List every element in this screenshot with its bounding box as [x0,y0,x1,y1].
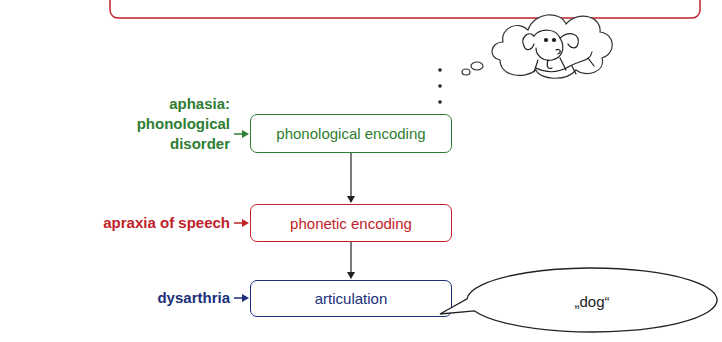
top-frame [110,0,700,18]
flow-arrow [347,153,355,203]
process-box: phonetic encoding [250,204,452,242]
disorder-label: apraxia of speech [30,213,230,233]
node-text: phonetic encoding [290,215,412,232]
dog-drawing [523,30,594,74]
speech-bubble: „dog“ [466,267,718,333]
disorder-label: dysarthria [30,288,230,308]
leader-arrows [234,130,249,302]
bubble-shape [440,268,717,332]
flow-arrow [347,242,355,279]
node-text: articulation [315,290,388,307]
disorder-label: aphasia: phonological disorder [90,94,230,154]
process-box: phonological encoding [250,114,452,153]
node-text: phonological encoding [276,125,425,142]
process-box: articulation [250,280,452,317]
thought-cloud [462,15,612,78]
node-text: „dog“ [574,291,609,310]
ellipsis-dots [438,68,442,104]
